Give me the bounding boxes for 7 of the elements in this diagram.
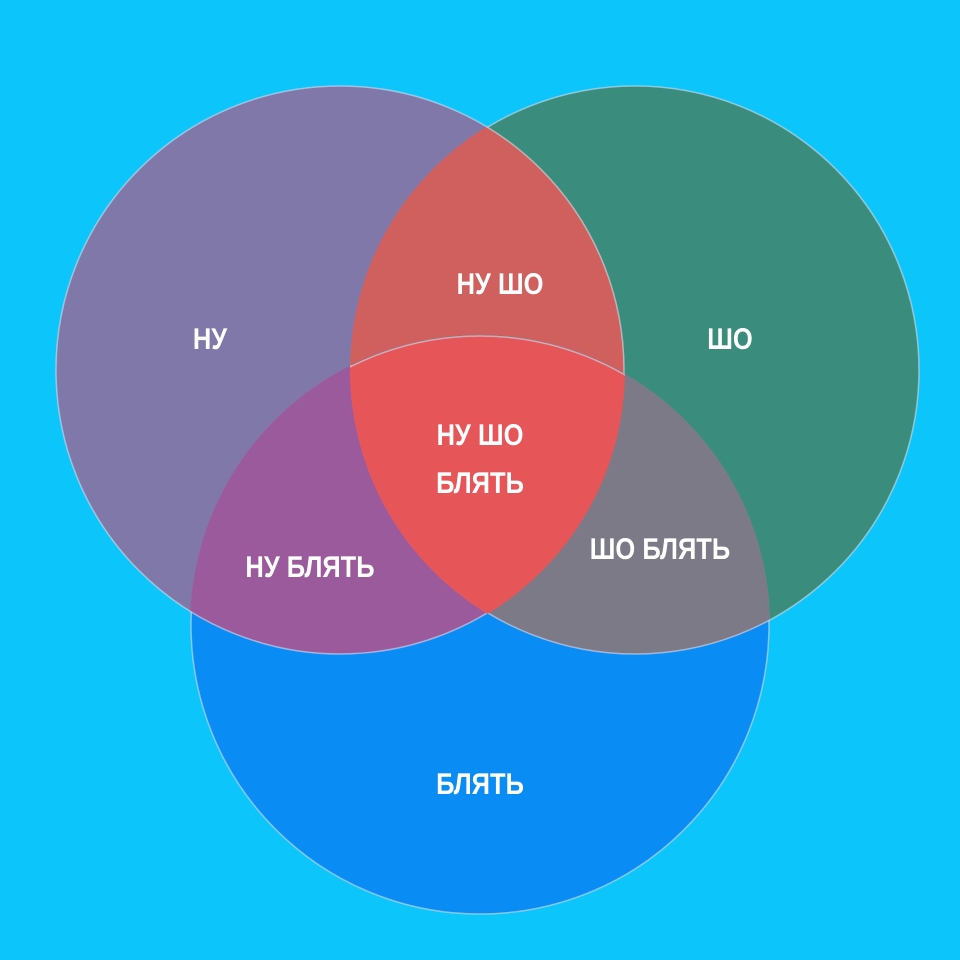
region-label: ШО БЛЯТЬ [588,532,732,568]
circle-label: БЛЯТЬ [436,767,524,803]
region-label: НУ ШО БЛЯТЬ [435,418,525,502]
circle-label: ШО [707,322,753,358]
region-label: НУ БЛЯТЬ [244,550,376,586]
region-label: НУ ШО [456,267,544,303]
circle-label: НУ [192,322,228,358]
